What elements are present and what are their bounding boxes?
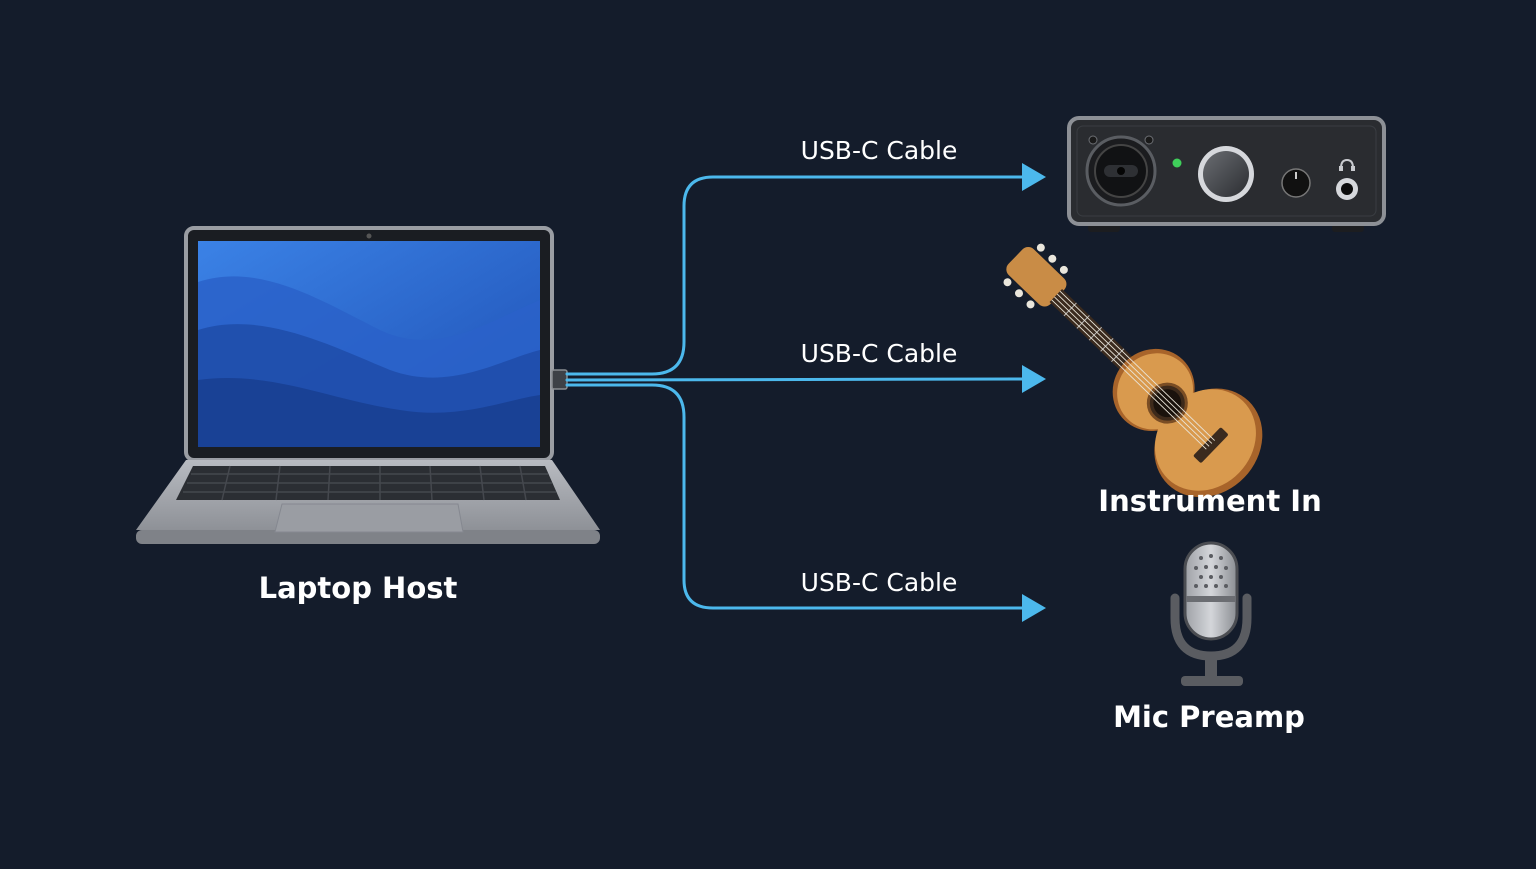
volume-knob — [1281, 168, 1311, 198]
cable-to-interface — [565, 175, 1026, 376]
guitar-label: Instrument In — [1098, 484, 1321, 518]
mic-label: Mic Preamp — [1113, 700, 1305, 734]
audio-interface-icon — [1067, 116, 1386, 232]
status-led — [1172, 158, 1182, 168]
laptop-icon — [136, 226, 600, 544]
cable-label-interface: USB-C Cable — [801, 136, 958, 165]
headphones-icon — [1340, 158, 1354, 169]
cable-bundle — [565, 175, 1026, 610]
arrowhead-guitar — [1022, 365, 1046, 393]
laptop-label: Laptop Host — [259, 571, 458, 605]
cable-to-guitar — [565, 377, 1026, 382]
usb-c-port — [551, 369, 568, 390]
arrowhead-mic — [1022, 594, 1046, 622]
trackpad — [274, 503, 464, 533]
cable-label-guitar: USB-C Cable — [801, 339, 958, 368]
acoustic-guitar-icon — [1003, 243, 1263, 498]
arrowhead-interface — [1022, 163, 1046, 191]
cable-to-mic — [565, 383, 1026, 610]
cable-label-mic: USB-C Cable — [801, 568, 958, 597]
microphone-icon — [1170, 541, 1252, 686]
